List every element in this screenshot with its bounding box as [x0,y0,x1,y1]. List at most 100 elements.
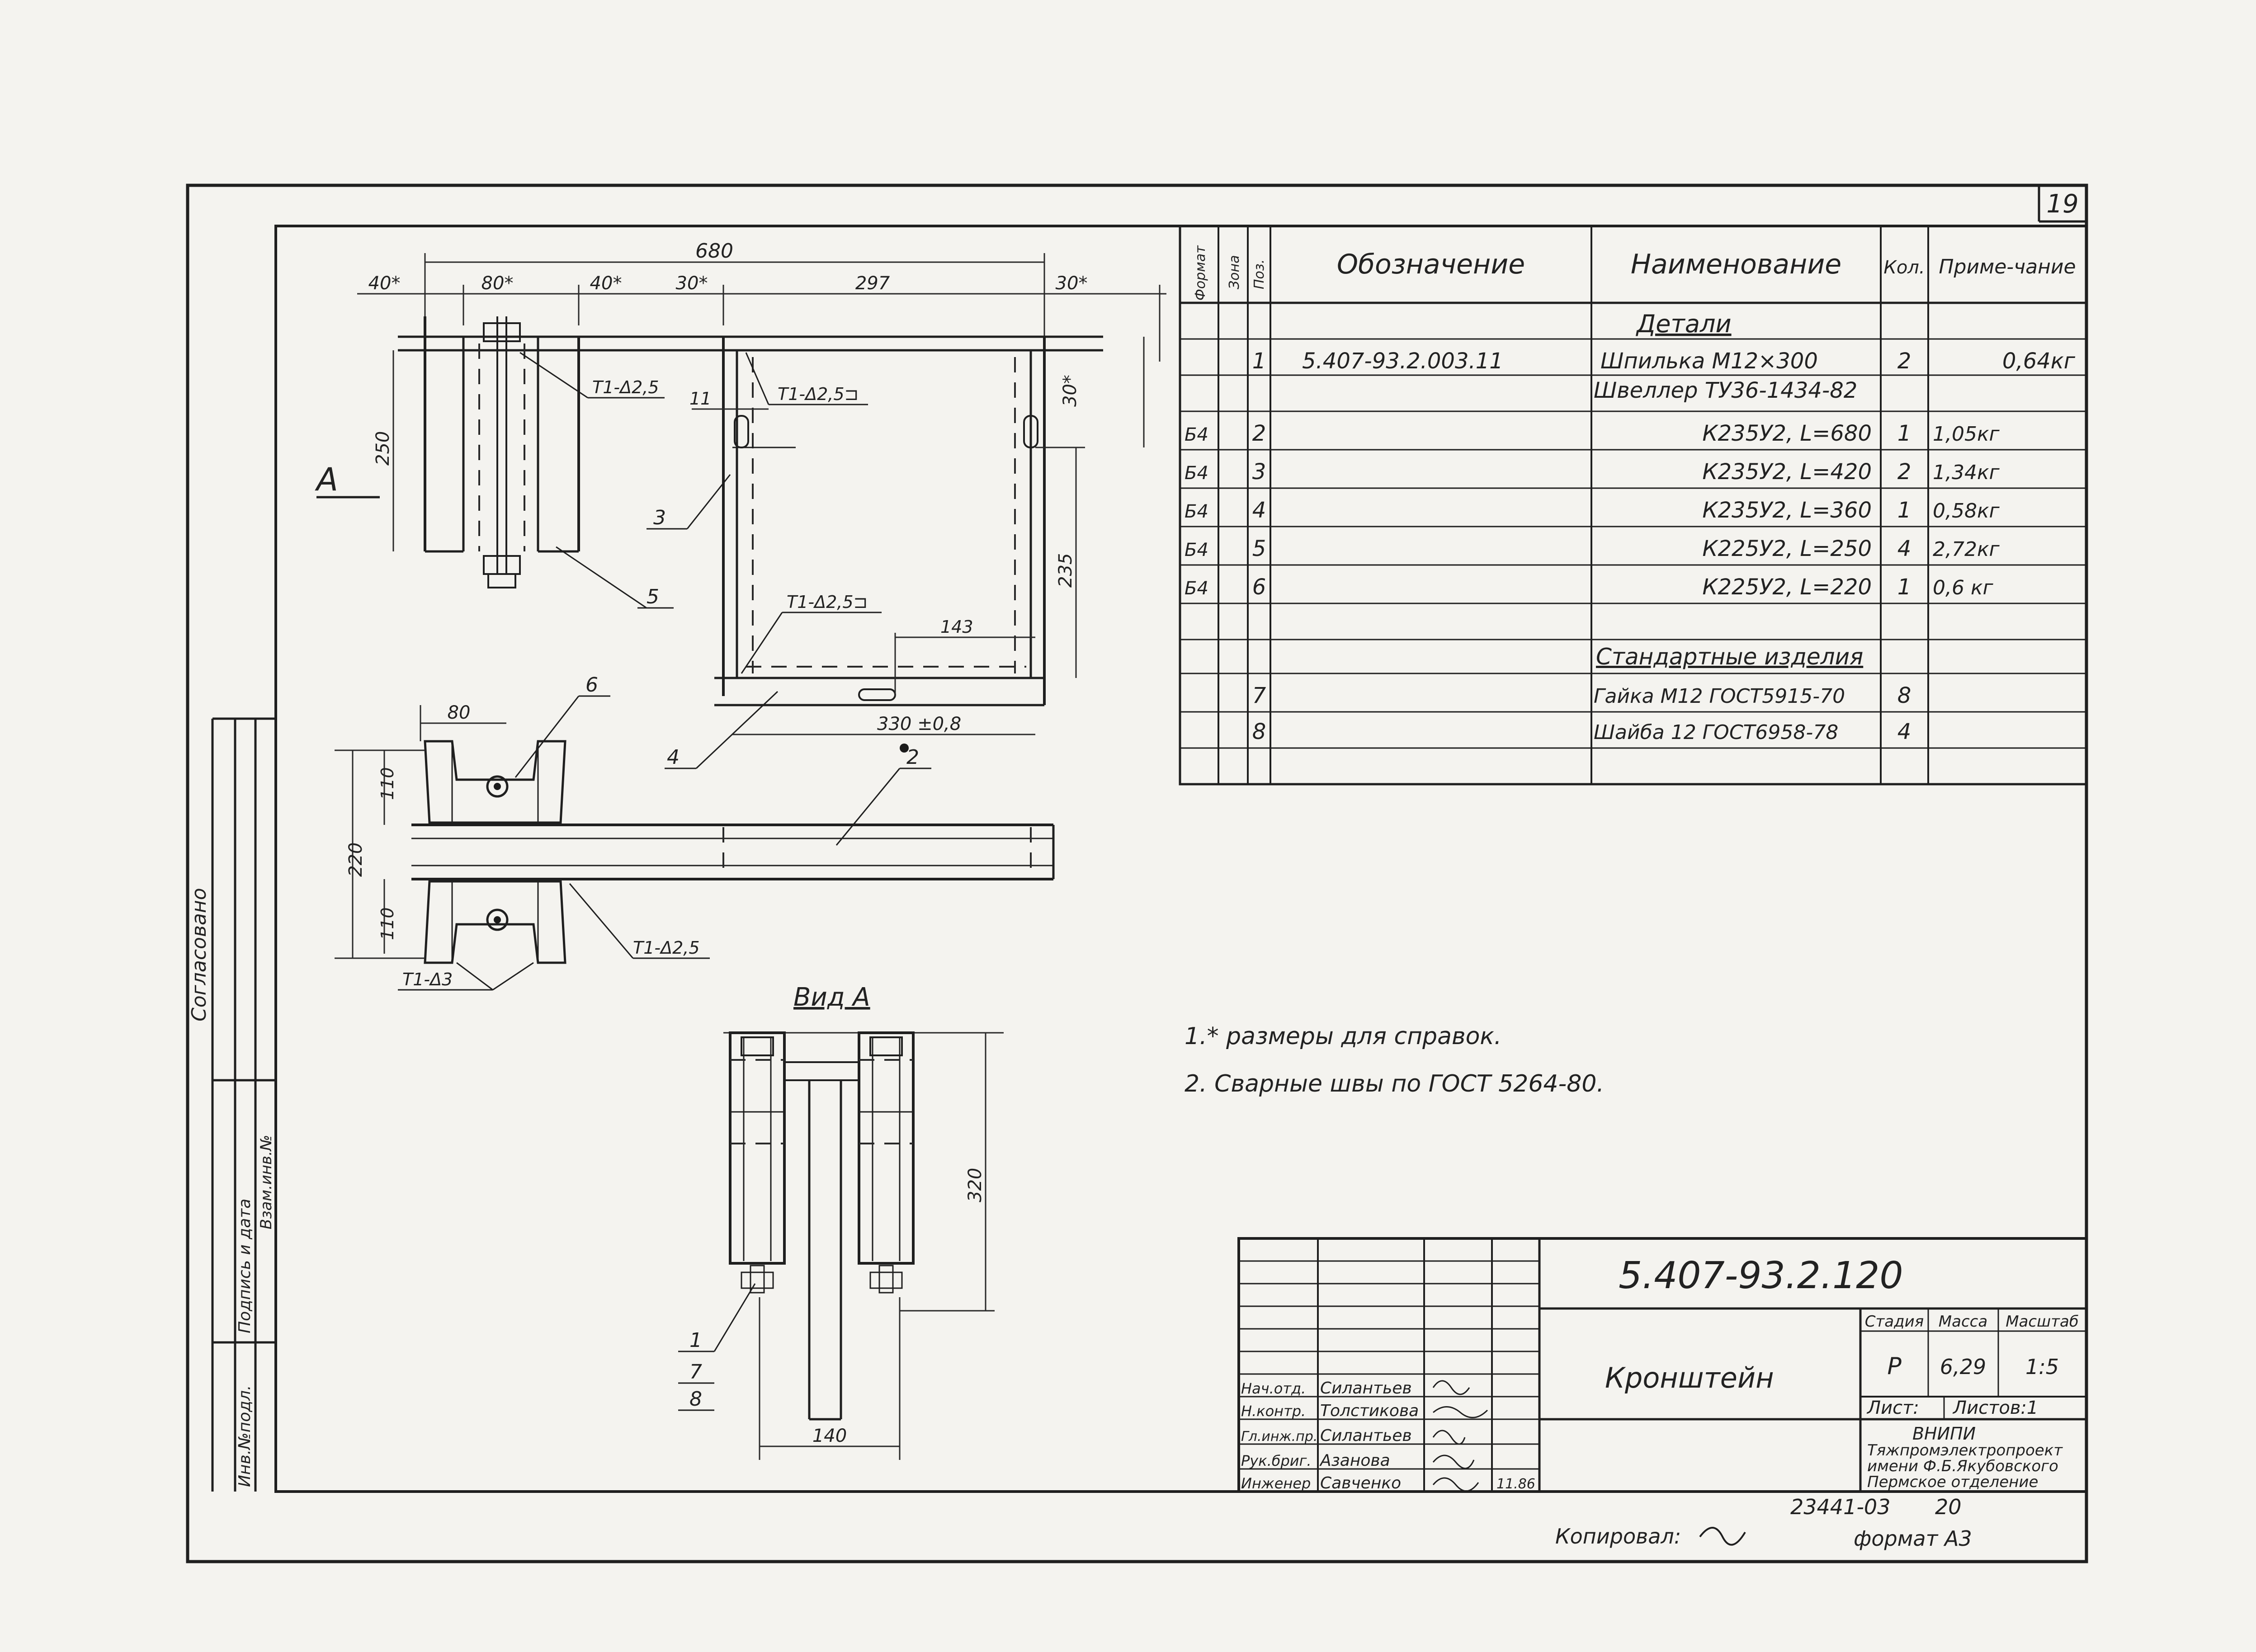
row-name: К225У2, L=220 [1702,574,1872,600]
spec-row-4: Б4 4 К235У2, L=360 1 0,58кг [1185,498,2000,523]
row-name: К235У2, L=360 [1702,498,1872,523]
spec-row-5: Б4 5 К225У2, L=250 4 2,72кг [1185,536,2000,561]
row-pos: 3 [1252,459,1266,485]
notes: 1.* размеры для справок. 2. Сварные швы … [1185,1023,1604,1097]
role-2: Н.контр. [1241,1403,1306,1420]
hdr-pos: Поз. [1251,259,1267,289]
row-qty: 2 [1897,459,1911,485]
row-pos: 5 [1252,536,1266,561]
mass-label: Масса [1939,1313,1987,1331]
row-qty: 2 [1897,348,1911,374]
sheet-seq: 20 [1935,1495,1962,1519]
spec-row-6: Б4 6 К225У2, L=220 1 0,6 кг [1185,574,1994,600]
row-note: 1,34кг [1933,461,2000,484]
role-5: Инженер [1241,1475,1311,1492]
row-name: Шпилька М12×300 [1600,348,1818,374]
hdr-format: Формат [1193,245,1208,301]
row-name: К235У2, L=420 [1702,459,1872,485]
spec-row-3: Б4 3 К235У2, L=420 2 1,34кг [1185,459,2000,485]
row-note: 0,6 кг [1933,576,1994,599]
person-5: Савченко [1320,1474,1401,1492]
row-qty: 1 [1897,421,1911,446]
row-note: 2,72кг [1933,538,2000,561]
view-a: Вид А 320 140 [678,983,1004,1460]
dim-143: 143 [940,617,973,637]
dim-110-lower: 110 [378,907,397,940]
org-line-3: имени Ф.Б.Якубовского [1867,1457,2058,1475]
row-pos: 6 [1252,574,1266,600]
row-format: Б4 [1185,424,1208,445]
role-4: Рук.бриг. [1241,1452,1312,1469]
drawing-title: Кронштейн [1605,1361,1774,1394]
hdr-name: Наименование [1631,249,1841,280]
scale-label: Масштаб [2006,1313,2079,1331]
dim-11: 11 [689,389,711,409]
spec-row-2: Б4 2 К235У2, L=680 1 1,05кг [1185,421,2000,446]
stage-label: Стадия [1865,1313,1924,1331]
spec-row-8: 8 Шайба 12 ГОСТ6958-78 4 [1252,719,1911,744]
doc-code: 5.407-93.2.120 [1619,1254,1903,1297]
row-note: 0,58кг [1933,499,2000,522]
row-pos: 2 [1252,421,1266,446]
row-name: К225У2, L=250 [1702,536,1872,561]
row-format: Б4 [1185,578,1208,599]
dim-680: 680 [695,240,733,263]
pos-4-label: 4 [667,746,680,769]
sheet-label: Лист: [1866,1398,1919,1418]
dim-110-upper: 110 [378,767,397,800]
row-note: 1,05кг [1933,423,2000,446]
row-pos: 1 [1252,348,1266,374]
row-qty: 4 [1897,719,1911,744]
view-a-title: Вид А [793,983,870,1012]
role-1: Нач.отд. [1241,1380,1306,1397]
role-3: Гл.инж.пр. [1241,1429,1317,1445]
dim-297: 297 [855,273,890,294]
row-name: Шайба 12 ГОСТ6958-78 [1594,721,1838,744]
dim-40b: 40* [590,273,622,294]
pos-2-label: 2 [906,746,919,769]
spec-table: Формат Зона Поз. Обозначение Наименовани… [1179,225,2088,786]
row-qty: 8 [1897,683,1911,708]
weld-callout-3: Т1-Δ2,5⊐ [787,592,868,612]
dim-220: 220 [345,842,366,877]
row-name: Швеллер ТУ36-1434-82 [1594,378,1857,403]
sign-date-label: Подпись и дата [236,1199,254,1333]
dim-320: 320 [965,1168,986,1202]
pos-5-label: 5 [647,585,659,608]
hdr-designation: Обозначение [1337,249,1525,280]
pos-6-label: 6 [585,673,598,697]
dim-140: 140 [812,1426,847,1446]
stage-value: Р [1887,1353,1902,1380]
weld-callout-5: Т1-Δ3 [402,970,453,989]
row-pos: 7 [1252,683,1266,708]
footer: Копировал: 23441-03 20 формат А3 [1555,1495,1972,1551]
front-view: 250 А Т1-Δ2,5 5 30* 11 Т1-Δ2,5⊐ [315,316,1145,846]
dim-30b: 30* [1056,273,1088,294]
row-pos: 4 [1252,498,1266,523]
row-name: К235У2, L=680 [1702,421,1872,446]
hdr-note: Приме-чание [1939,255,2076,278]
dim-235: 235 [1055,553,1076,588]
format-label: формат А3 [1854,1526,1972,1551]
org-line-4: Пермское отделение [1867,1473,2038,1491]
row-qty: 4 [1897,536,1911,561]
row-qty: 1 [1897,574,1911,600]
sheet-number-box: 19 [2038,185,2086,223]
row-format: Б4 [1185,540,1208,560]
agreed-label: Согласовано [188,888,211,1021]
person-3: Силантьев [1320,1426,1412,1445]
dim-30-vertical: 30* [1060,375,1081,407]
org-line-2: Тяжпромэлектропроект [1867,1441,2063,1459]
mass-value: 6,29 [1940,1355,1986,1379]
weld-callout-1: Т1-Δ2,5 [592,377,659,397]
person-1: Силантьев [1320,1379,1412,1398]
row-code: 5.407-93.2.003.11 [1302,348,1503,374]
weld-callout-2: Т1-Δ2,5⊐ [778,384,859,404]
order-number: 23441-03 [1790,1495,1890,1519]
row-format: Б4 [1185,501,1208,522]
section-details: Детали [1636,310,1732,338]
org-line-1: ВНИПИ [1912,1424,1976,1444]
view-arrow-label: А [315,461,338,498]
person-4: Азанова [1319,1451,1390,1470]
dim-250: 250 [373,431,393,466]
